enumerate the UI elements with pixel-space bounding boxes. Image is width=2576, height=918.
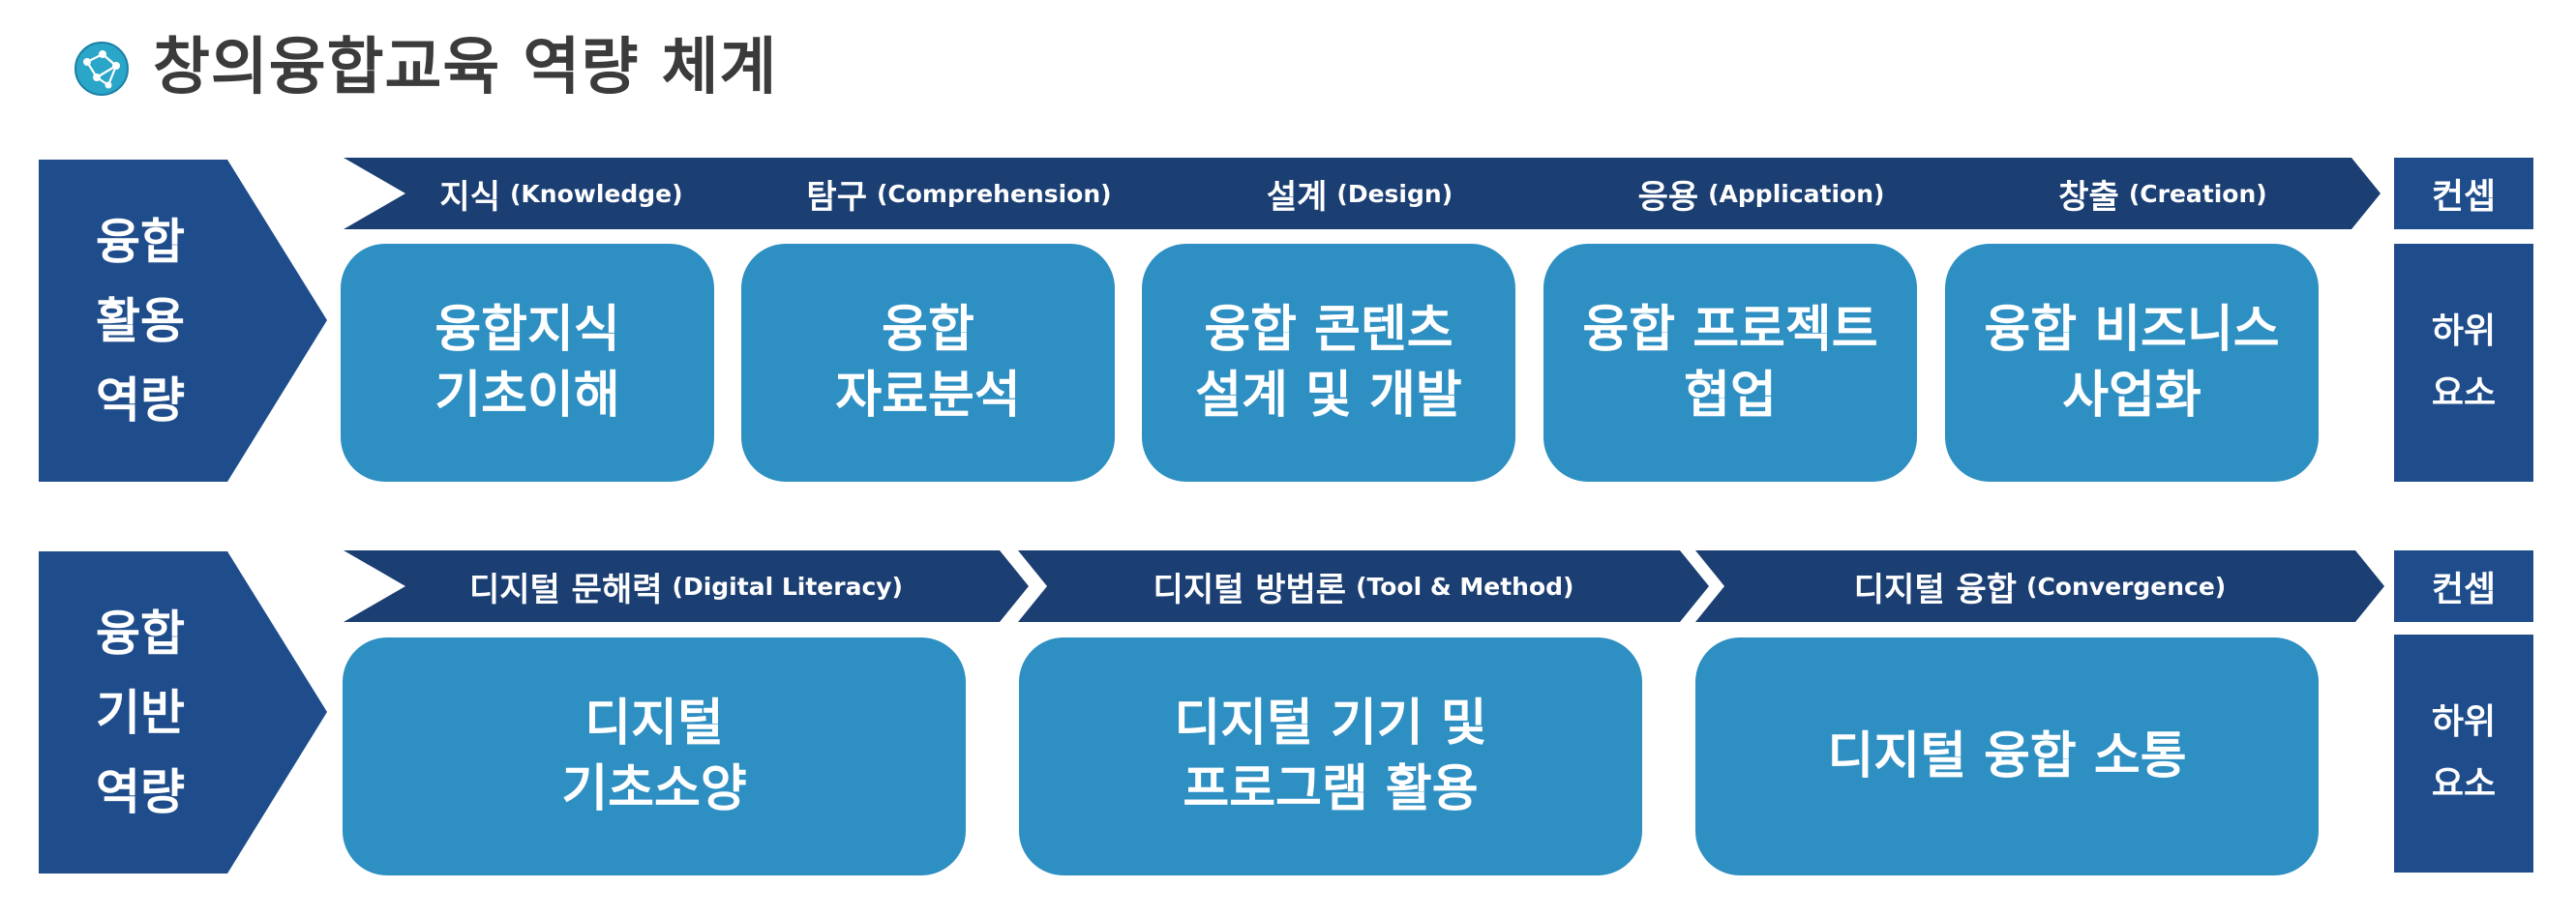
network-globe-icon [74, 41, 130, 97]
competency-box: 융합 비즈니스 사업화 [1945, 244, 2319, 482]
stage-arrow-sublabel: (Digital Literacy) [672, 572, 903, 601]
competency-box-line: 자료분석 [835, 367, 1021, 425]
page-title: 창의융합교육 역량 체계 [153, 32, 778, 104]
row-label-line: 융합 [96, 605, 185, 662]
competency-box-line: 융합 프로젝트 [1582, 301, 1878, 359]
competency-box-line: 디지털 기기 및 [1174, 695, 1487, 753]
competency-box: 융합지식 기초이해 [341, 244, 714, 482]
competency-box-line: 기초이해 [434, 367, 620, 425]
stage-arrow-label: 응용 [1637, 177, 1699, 217]
stage-arrow: 디지털 융합 (Convergence) [1695, 550, 2384, 622]
sub-element-line: 요소 [2431, 764, 2497, 804]
competency-box: 융합 자료분석 [741, 244, 1115, 482]
stage-arrow-label: 탐구 [806, 177, 867, 217]
competency-box-line: 협업 [1684, 367, 1777, 425]
sub-element-line: 하위 [2431, 702, 2497, 742]
stage-arrow-label: 디지털 문해력 [469, 570, 663, 609]
stage-arrow: 지식 (Knowledge) [344, 158, 779, 229]
stage-arrow: 탐구 (Comprehension) [741, 158, 1177, 229]
stage-arrow-sublabel: (Application) [1708, 179, 1885, 208]
row-label-line: 역량 [96, 371, 185, 429]
stage-arrow-sublabel: (Convergence) [2026, 572, 2227, 601]
row-label-line: 기반 [96, 684, 185, 741]
stage-arrow-sublabel: (Comprehension) [876, 179, 1112, 208]
competency-box: 융합 프로젝트 협업 [1543, 244, 1917, 482]
row-label-chevron-2: 융합 기반 역량 [39, 551, 327, 874]
competency-box-line: 프로그램 활용 [1183, 760, 1479, 818]
sub-element-line: 하위 [2431, 311, 2497, 351]
concept-header: 컨셉 [2394, 158, 2533, 229]
competency-box-line: 디지털 [584, 695, 724, 753]
stage-arrow: 디지털 방법론 (Tool & Method) [1018, 550, 1709, 622]
concept-header: 컨셉 [2394, 550, 2533, 622]
stage-arrow: 설계 (Design) [1142, 158, 1577, 229]
stage-arrow-sublabel: (Design) [1336, 179, 1453, 208]
stage-arrow-label: 디지털 방법론 [1153, 570, 1347, 609]
competency-box-line: 기초소양 [561, 760, 747, 818]
row-label-chevron-1: 융합 활용 역량 [39, 160, 327, 482]
competency-box-line: 설계 및 개발 [1195, 367, 1462, 425]
competency-box-line: 사업화 [2062, 367, 2202, 425]
stage-arrow-label: 지식 [439, 177, 500, 217]
competency-box: 디지털 기기 및 프로그램 활용 [1019, 637, 1642, 875]
stage-arrow-sublabel: (Creation) [2128, 179, 2267, 208]
stage-arrow-label: 디지털 융합 [1853, 570, 2018, 609]
competency-box: 디지털 기초소양 [343, 637, 966, 875]
competency-box-line: 융합지식 [434, 301, 620, 359]
sub-element-line: 요소 [2431, 373, 2497, 413]
competency-box: 디지털 융합 소통 [1695, 637, 2319, 875]
competency-box-line: 융합 콘텐츠 [1204, 301, 1453, 359]
stage-arrow: 디지털 문해력 (Digital Literacy) [344, 550, 1029, 622]
competency-box: 융합 콘텐츠 설계 및 개발 [1142, 244, 1515, 482]
sub-element-label: 하위 요소 [2394, 635, 2533, 873]
competency-box-line: 융합 비즈니스 [1984, 301, 2280, 359]
stage-arrow-sublabel: (Knowledge) [509, 179, 683, 208]
stage-arrow-label: 설계 [1266, 177, 1328, 217]
sub-element-label: 하위 요소 [2394, 244, 2533, 482]
competency-box-line: 융합 [882, 301, 974, 359]
stage-arrow: 창출 (Creation) [1945, 158, 2381, 229]
stage-arrow-sublabel: (Tool & Method) [1356, 572, 1574, 601]
row-label-line: 융합 [96, 213, 185, 270]
stage-arrow: 응용 (Application) [1543, 158, 1979, 229]
stage-arrow-label: 창출 [2058, 177, 2119, 217]
competency-box-line: 디지털 융합 소통 [1827, 727, 2187, 785]
row-label-line: 활용 [96, 292, 185, 349]
row-label-line: 역량 [96, 763, 185, 820]
